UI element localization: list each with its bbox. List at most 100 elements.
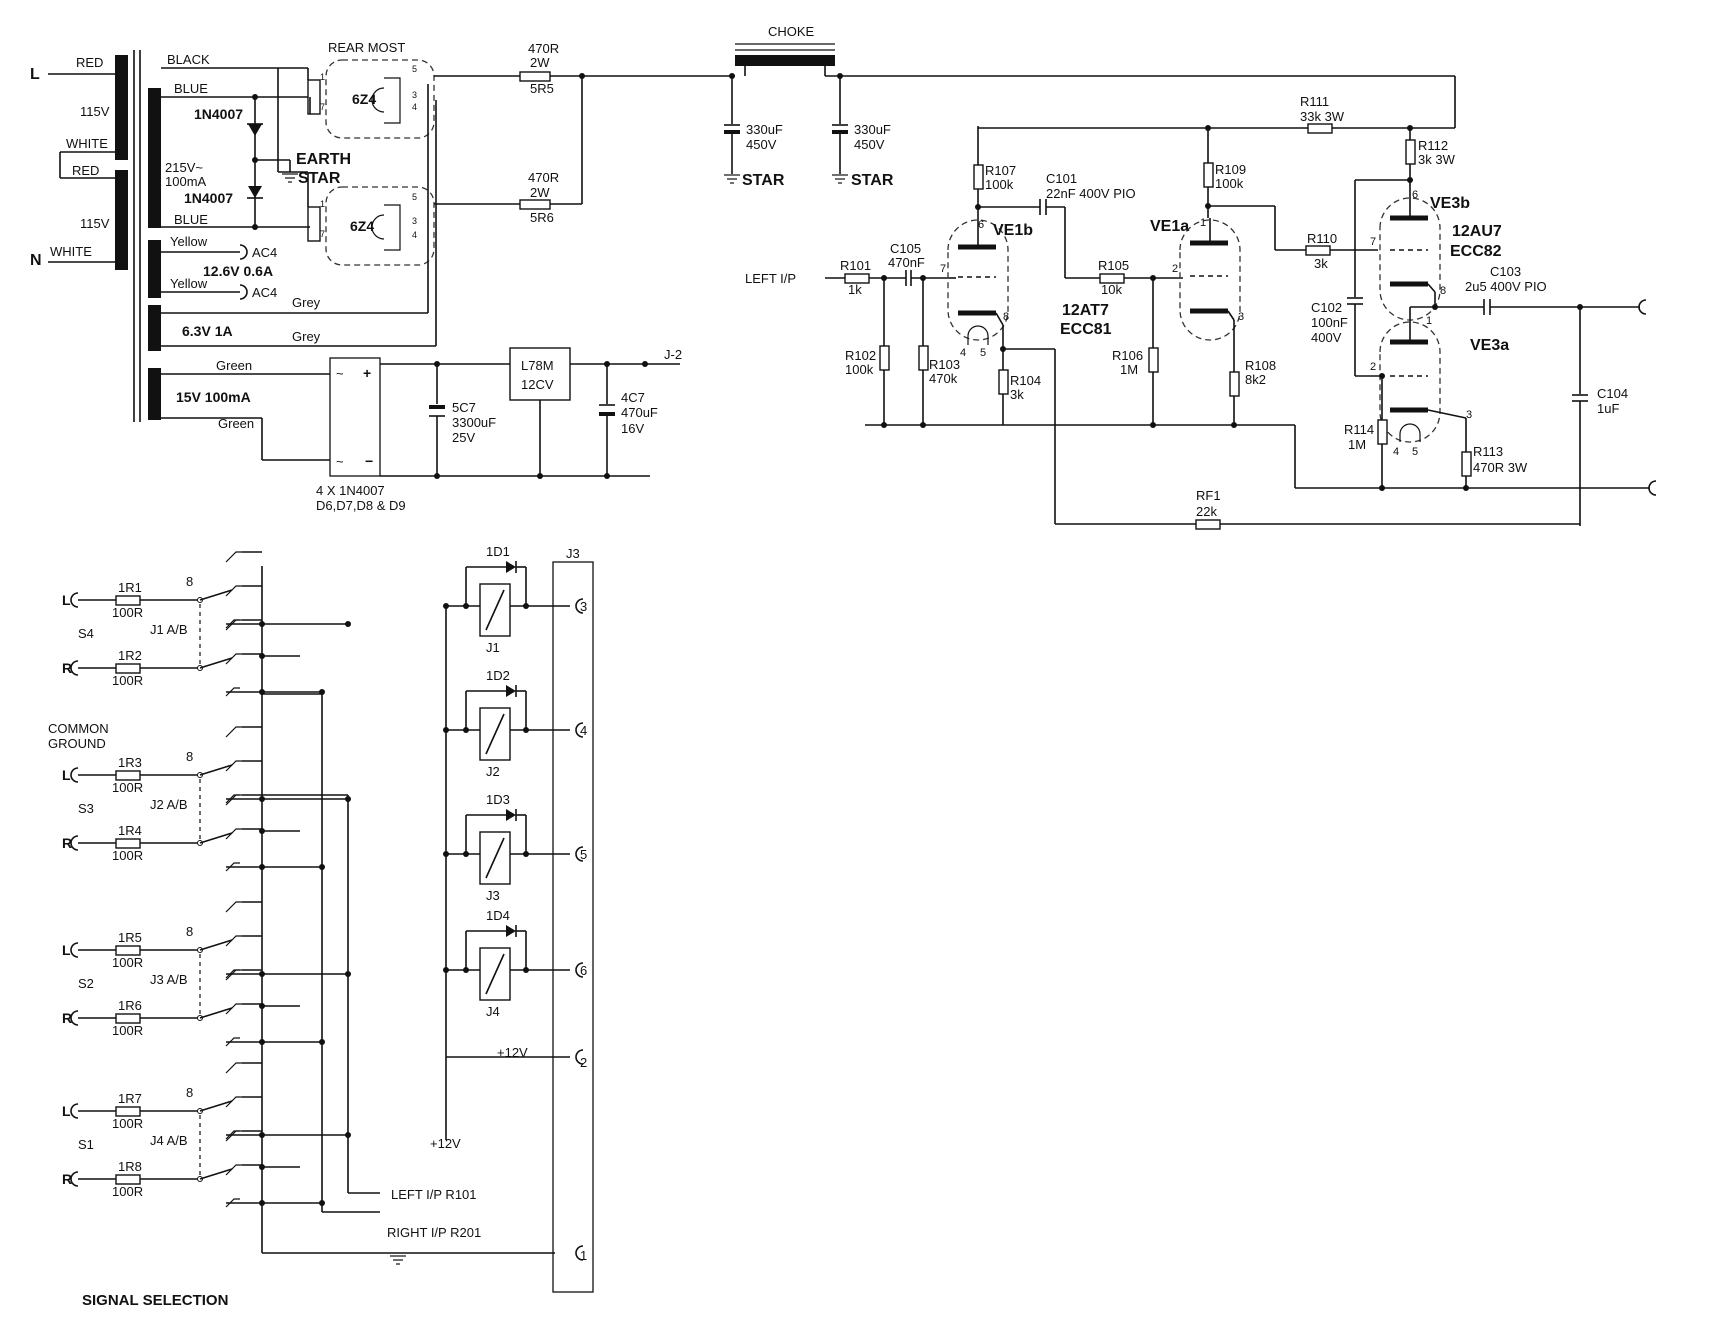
diode2-label: 1N4007 [184, 190, 233, 206]
pin-label: 1 [320, 199, 325, 209]
r5r6-value: 470R [528, 170, 559, 185]
pin-label: 5 [1412, 446, 1418, 458]
VE3a-label: VE3a [1470, 337, 1509, 354]
selector-resistor-id: 1R8 [118, 1159, 142, 1174]
r5r6-watt: 2W [530, 185, 550, 200]
relay-contact-label: J2 A/B [150, 797, 188, 812]
selector-resistor-value: 100R [112, 780, 143, 795]
selector-resistor-id: 1R6 [118, 998, 142, 1013]
pin-label: 3 [412, 216, 417, 226]
contact [225, 1198, 240, 1208]
wire [485, 837, 505, 879]
ECC82-label: ECC82 [1450, 243, 1502, 260]
pin-label: 5 [980, 347, 986, 359]
RF1-id: RF1 [1196, 488, 1221, 503]
pin8-label: 8 [186, 749, 193, 764]
pin8-label: 8 [186, 1085, 193, 1100]
R101-value: 1k [848, 282, 862, 297]
contact [225, 760, 242, 772]
R108-id: R108 [1245, 358, 1276, 373]
switch-blade [199, 657, 233, 669]
selector-resistor-value: 100R [112, 673, 143, 688]
switch-name-label: S3 [78, 801, 94, 816]
junction-dot [463, 967, 469, 973]
contact [225, 901, 242, 913]
R103-value: 470k [929, 371, 958, 386]
relay-diode-label: 1D1 [486, 544, 510, 559]
ground-icon [389, 1255, 407, 1265]
contact [225, 619, 240, 629]
ac4a-label: AC4 [252, 245, 277, 260]
junction-dot [443, 967, 449, 973]
rect1-label: 6Z4 [352, 91, 376, 107]
R104-id: R104 [1010, 373, 1041, 388]
switch-name-label: S4 [78, 626, 94, 641]
switch-blade [199, 764, 233, 776]
green1-label: Green [216, 358, 252, 373]
relay-name-label: J1 [486, 640, 500, 655]
VE1b-label: VE1b [993, 222, 1033, 239]
resistor [115, 770, 141, 781]
selector-resistor-value: 100R [112, 848, 143, 863]
regulator-label: L78M [521, 358, 554, 373]
R109-value: 100k [1215, 176, 1244, 191]
preamp-circuit: LEFT I/P R101 1k C105 470nF R102 100k R1… [745, 94, 1657, 530]
r5r5-id: 5R5 [530, 81, 554, 96]
ht-supply: 470R 2W 5R5 470R 2W 5R6 CHOKE 330uF 450V… [519, 24, 1456, 225]
R109-id: R109 [1215, 162, 1246, 177]
earth-label: EARTH [296, 151, 351, 168]
RF1-value: 22k [1196, 504, 1217, 519]
C104-id: C104 [1597, 386, 1628, 401]
pin-label: 2 [1370, 361, 1376, 373]
junction-dot [463, 851, 469, 857]
switch-blade [199, 939, 233, 951]
junction-dot [463, 603, 469, 609]
junction-dot [523, 603, 529, 609]
contact [225, 653, 242, 665]
contact [225, 969, 240, 979]
R105-id: R105 [1098, 258, 1129, 273]
grey1-label: Grey [292, 295, 321, 310]
pin-label: 3 [1466, 409, 1472, 421]
junction-dot [345, 1132, 351, 1138]
diode-symbol [506, 925, 516, 937]
yellow2-label: Yellow [170, 276, 208, 291]
selector-resistor-value: 100R [112, 1184, 143, 1199]
C103-id: C103 [1490, 264, 1521, 279]
VE3b-label: VE3b [1430, 195, 1470, 212]
common-ground-1: COMMON [48, 721, 109, 736]
input-R-label: R [62, 1171, 72, 1187]
pin-label: 7 [940, 263, 946, 275]
R113-id: R113 [1473, 444, 1503, 459]
red2-label: RED [72, 163, 99, 178]
input-R-label: R [62, 660, 72, 676]
R102-id: R102 [845, 348, 876, 363]
resistor [115, 595, 141, 606]
R101-id: R101 [840, 258, 871, 273]
connector-pin-label: 3 [580, 599, 587, 614]
contact [225, 935, 242, 947]
pin-label: 8 [1440, 285, 1446, 297]
pin8-label: 8 [186, 924, 193, 939]
pin-label: 7 [320, 102, 325, 112]
star2-label: STAR [851, 172, 894, 189]
c5c7-value: 3300uF [452, 415, 496, 430]
c5c7-label: 5C7 [452, 400, 476, 415]
white1-label: WHITE [66, 136, 108, 151]
grey2-label: Grey [292, 329, 321, 344]
contact [225, 726, 242, 738]
connector-pin-label: 4 [580, 723, 587, 738]
resistor [115, 838, 141, 849]
input-L-label: L [62, 592, 71, 608]
relay-contact-label: J3 A/B [150, 972, 188, 987]
yellow1-label: Yellow [170, 234, 208, 249]
right-out-label: RIGHT I/P R201 [387, 1225, 481, 1240]
choke-label: CHOKE [768, 24, 815, 39]
pin-label: 4 [1393, 446, 1399, 458]
left-ip-label: LEFT I/P [745, 271, 796, 286]
junction-dot [443, 851, 449, 857]
diode-symbol [506, 809, 516, 821]
r5r5-watt: 2W [530, 55, 550, 70]
junction-dot [523, 851, 529, 857]
C105-value: 470nF [888, 255, 925, 270]
